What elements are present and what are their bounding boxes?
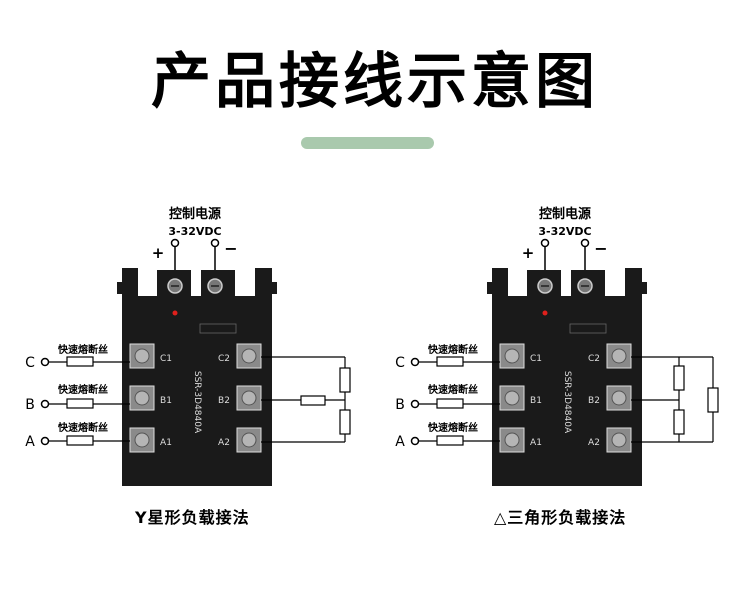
fuse-label-a: 快速熔断丝 [427, 421, 478, 434]
load-resistor-c [339, 367, 351, 393]
load-resistor-ba [673, 409, 685, 435]
wiring-diagram-delta: 控制电源 3-32VDC + − C1 B1 A1 C2 B2 A2 [395, 190, 719, 520]
relay-ear-right [267, 282, 277, 294]
phase-label-c: C [25, 355, 35, 371]
plus-label: + [152, 244, 165, 262]
terminal-right-b [236, 385, 262, 411]
plus-terminal-dot [170, 238, 180, 248]
phase-label-c: C [395, 355, 405, 371]
star-wiring-svg: 控制电源 3-32VDC + − C1 B1 [25, 206, 351, 486]
fuse-b [66, 398, 94, 409]
delta-wiring-svg: 控制电源 3-32VDC + − C1 B1 A1 C2 B2 A2 [395, 206, 719, 486]
control-power-label: 控制电源 [539, 206, 591, 222]
load-resistor-ca [707, 387, 719, 413]
terminal-label-a1: A1 [530, 438, 542, 448]
load-resistor-b [300, 395, 326, 406]
phase-label-b: B [395, 397, 405, 413]
fuse-c [66, 356, 94, 367]
relay-model-label: SSR-3D4840A [562, 371, 572, 434]
minus-label: − [594, 239, 607, 258]
terminal-label-b2: B2 [588, 396, 600, 406]
terminal-label-b1: B1 [530, 396, 542, 406]
caption-delta: △三角形负载接法 [494, 508, 627, 527]
relay-body [492, 268, 642, 486]
voltage-label: 3-32VDC [168, 225, 221, 238]
phase-label-b: B [25, 397, 35, 413]
terminal-label-c1: C1 [160, 354, 172, 364]
relay-body [122, 268, 272, 486]
control-power-label: 控制电源 [169, 206, 221, 222]
control-marking [199, 323, 237, 334]
relay-ear-left [117, 282, 127, 294]
terminal-label-a1: A1 [160, 438, 172, 448]
plus-label: + [522, 244, 535, 262]
terminal-label-a2: A2 [218, 438, 230, 448]
fuse-label-b: 快速熔断丝 [427, 383, 478, 396]
wiring-diagram-star: 控制电源 3-32VDC + − C1 B1 [25, 190, 351, 520]
relay-model-label: SSR-3D4840A [192, 371, 202, 434]
terminal-label-a2: A2 [588, 438, 600, 448]
minus-label: − [224, 239, 237, 258]
terminal-label-c2: C2 [588, 354, 600, 364]
title-accent-bar [301, 137, 434, 149]
terminal-label-c2: C2 [218, 354, 230, 364]
terminal-label-c1: C1 [530, 354, 542, 364]
caption-star: Y星形负载接法 [135, 508, 250, 527]
fuse-label-c: 快速熔断丝 [427, 343, 478, 356]
terminal-label-b2: B2 [218, 396, 230, 406]
fuse-label-b: 快速熔断丝 [57, 383, 108, 396]
voltage-label: 3-32VDC [538, 225, 591, 238]
load-resistor-cb [673, 365, 685, 391]
status-led [172, 310, 178, 316]
load-resistor-a [339, 409, 351, 435]
page-title: 产品接线示意图 [151, 47, 599, 117]
phase-label-a: A [25, 434, 35, 450]
terminal-label-b1: B1 [160, 396, 172, 406]
fuse-a [66, 435, 94, 446]
fuse-label-a: 快速熔断丝 [57, 421, 108, 434]
phase-label-a: A [395, 434, 405, 450]
minus-terminal-dot [210, 238, 220, 248]
status-led [542, 310, 548, 316]
fuse-label-c: 快速熔断丝 [57, 343, 108, 356]
